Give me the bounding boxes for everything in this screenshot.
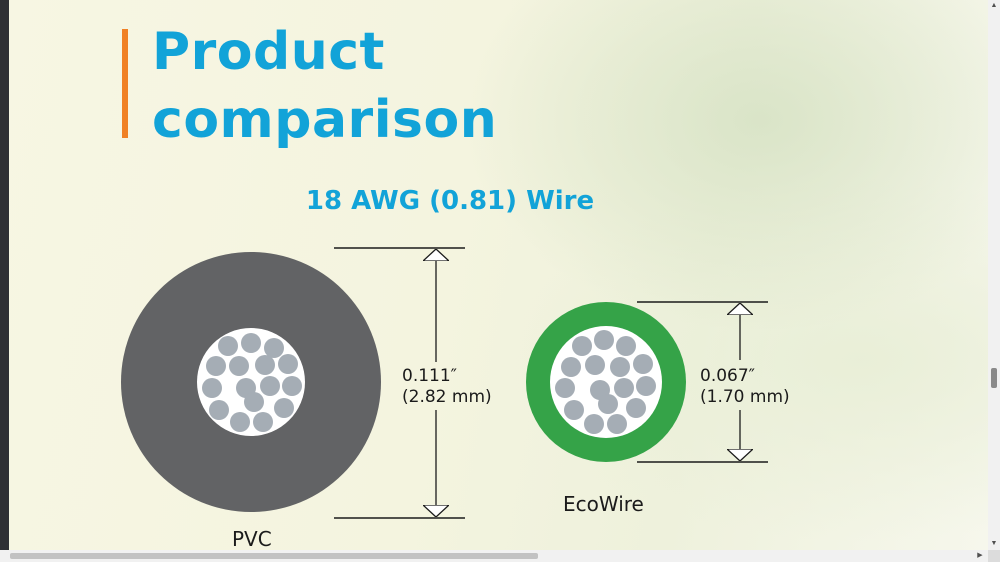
ecowire-strands bbox=[555, 330, 656, 434]
pvc-diameter-inches: 0.111″ bbox=[402, 366, 458, 386]
ecowire-caption: EcoWire bbox=[563, 492, 644, 516]
pvc-caption: PVC bbox=[232, 527, 272, 550]
vertical-scroll-thumb[interactable] bbox=[991, 368, 997, 388]
pvc-strands bbox=[202, 333, 302, 432]
horizontal-scrollbar[interactable]: ▶ bbox=[0, 550, 988, 562]
triangle-right-icon[interactable]: ▶ bbox=[977, 552, 983, 559]
triangle-down-icon[interactable]: ▼ bbox=[990, 540, 998, 547]
wire-comparison-diagram bbox=[121, 247, 768, 519]
vertical-scrollbar[interactable]: ▲ ▼ bbox=[988, 0, 1000, 550]
slide-viewport: Product comparison 18 AWG (0.81) Wire bbox=[0, 0, 988, 550]
title-line-1: Product bbox=[152, 22, 385, 82]
page-title: Product comparison bbox=[152, 18, 497, 154]
wire-gauge-subtitle: 18 AWG (0.81) Wire bbox=[305, 186, 595, 216]
title-line-2: comparison bbox=[152, 90, 498, 150]
ecowire-diameter-mm: (1.70 mm) bbox=[700, 387, 790, 407]
ecowire-diameter-inches: 0.067″ bbox=[700, 366, 756, 386]
pvc-diameter-mm: (2.82 mm) bbox=[402, 387, 492, 407]
scrollbar-corner bbox=[988, 550, 1000, 562]
title-accent-bar bbox=[122, 29, 128, 138]
pvc-diameter-label: 0.111″ (2.82 mm) bbox=[402, 366, 492, 408]
horizontal-scroll-thumb[interactable] bbox=[10, 553, 538, 559]
triangle-up-icon[interactable]: ▲ bbox=[990, 2, 998, 9]
left-edge-strip bbox=[0, 0, 9, 550]
ecowire-diameter-label: 0.067″ (1.70 mm) bbox=[700, 366, 790, 408]
